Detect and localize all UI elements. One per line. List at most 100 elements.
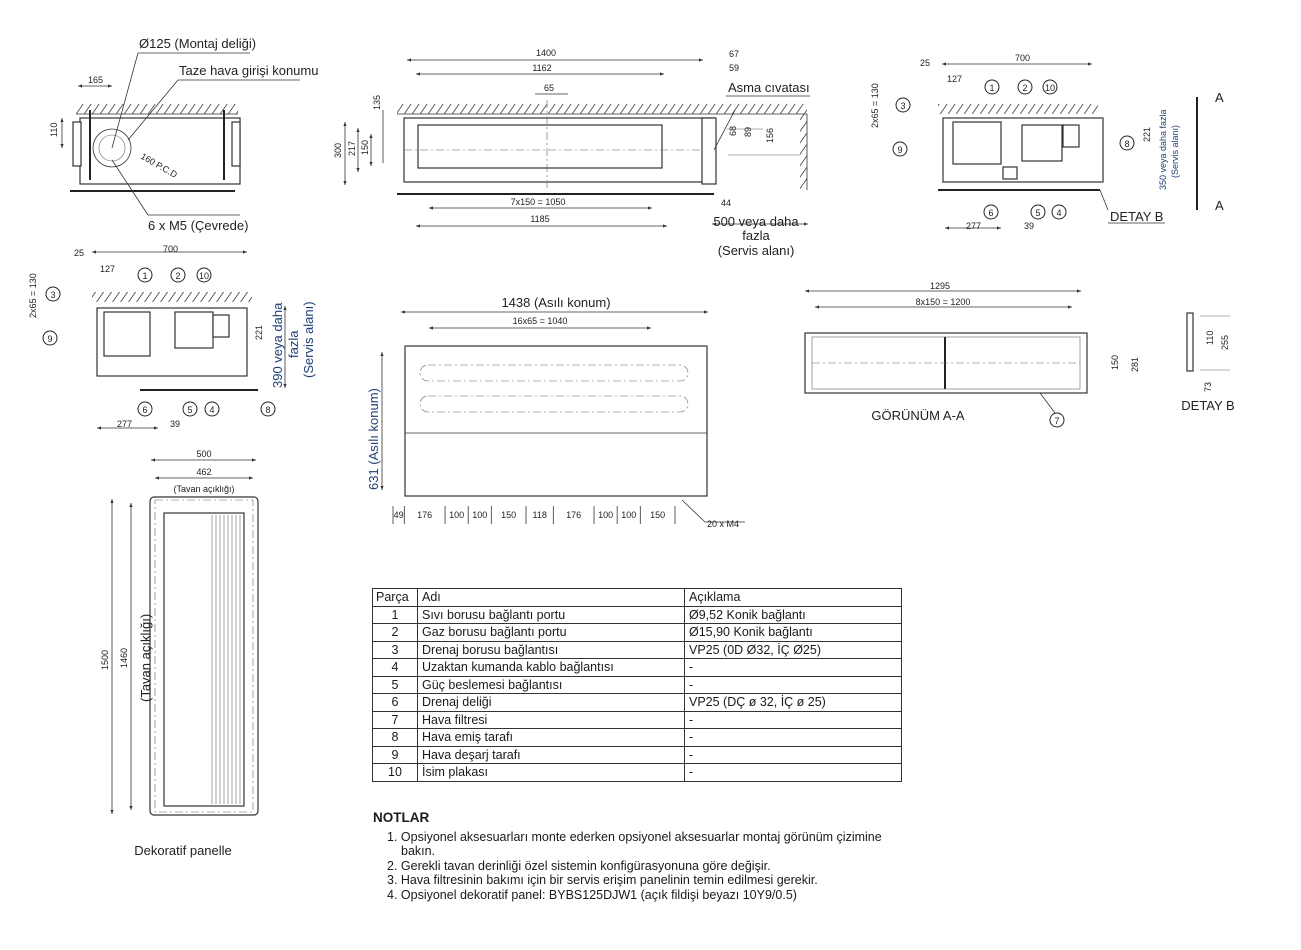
part-name: Drenaj borusu bağlantısı: [417, 640, 685, 659]
dim-1500: 1500: [100, 650, 110, 670]
note-item: 2. Gerekli tavan derinliği özel sistemin…: [387, 858, 771, 873]
detail-b-title: DETAY B: [1181, 398, 1234, 413]
note-item: 3. Hava filtresinin bakımı için bir serv…: [387, 873, 818, 887]
dim-165: 165: [88, 75, 103, 85]
part-name: Drenaj deliği: [417, 693, 685, 712]
dim-150: 150: [1110, 355, 1120, 370]
table-header-row: Parça Adı Açıklama: [372, 588, 902, 607]
dim-89: 89: [743, 127, 753, 137]
dim-pitch-1040: 16x65 = 1040: [513, 316, 568, 326]
section-mark-a-bottom: A: [1215, 198, 1224, 213]
dim-1460: 1460: [119, 648, 129, 668]
part-name: İsim plakası: [417, 763, 685, 782]
part-name: Uzaktan kumanda kablo bağlantısı: [417, 658, 685, 677]
callout-10: 10: [199, 271, 209, 281]
callouts: 1 2 10 3 9 8 6 5 4: [892, 79, 1135, 220]
bottom-dim-label: 100: [598, 510, 613, 520]
dim-300: 300: [333, 143, 343, 158]
dim-1185: 1185: [530, 214, 549, 224]
bottom-dim-label: 100: [449, 510, 464, 520]
part-number: 10: [372, 763, 418, 782]
dim-pitch-1200: 8x150 = 1200: [916, 297, 971, 307]
dim-700: 700: [163, 244, 178, 254]
callout-5: 5: [187, 405, 192, 415]
dim-25: 25: [74, 248, 84, 258]
dim-110: 110: [1205, 331, 1215, 345]
dim-500: 500: [196, 449, 211, 459]
dim-217: 217: [347, 141, 357, 156]
dim-700: 700: [1015, 53, 1030, 63]
service-area-label: 500 veya daha: [713, 214, 799, 229]
dim-156: 156: [765, 128, 775, 143]
callout-1: 1: [142, 271, 147, 281]
part-description: Ø9,52 Konik bağlantı: [684, 605, 902, 624]
part-number: 3: [372, 640, 418, 659]
callout-8: 8: [265, 405, 270, 415]
bottom-dim-label: 150: [501, 510, 516, 520]
mounting-hole-label: Ø125 (Montaj deliği): [139, 36, 256, 51]
ceiling-opening-label: (Tavan açıklığı): [173, 484, 234, 494]
ceiling-hatch: [76, 104, 238, 114]
callout-7: 7: [1054, 416, 1059, 426]
part-description: -: [684, 728, 902, 747]
part-description: -: [684, 675, 902, 694]
callout-3: 3: [50, 290, 55, 300]
dim-pitch-130: 2x65 = 130: [870, 83, 880, 128]
part-name: Hava filtresi: [417, 710, 685, 729]
part-number: 7: [372, 710, 418, 729]
dim-73: 73: [1203, 382, 1213, 392]
callout-4: 4: [209, 405, 214, 415]
screws-label: 6 x M5 (Çevrede): [148, 218, 248, 233]
unit-body: [79, 117, 241, 185]
notes-title: NOTLAR: [373, 810, 430, 825]
notes-section: NOTLAR 1. Opsiyonel aksesuarları monte e…: [373, 810, 893, 903]
dim-281: 281: [1130, 357, 1140, 372]
ceiling-opening-label-vertical: (Tavan açıklığı): [138, 614, 153, 702]
dim-67: 67: [729, 49, 739, 59]
part-description: -: [684, 658, 902, 677]
section-aa-view: 1295 8x150 = 1200 150 281 GÖRÜNÜM A-A 7: [804, 281, 1140, 428]
service-area-label-2: (Servis alanı): [1170, 125, 1180, 178]
bottom-dim-label: 176: [417, 510, 432, 520]
dim-221: 221: [1142, 127, 1152, 142]
dim-462: 462: [196, 467, 211, 477]
part-description: Ø15,90 Konik bağlantı: [684, 623, 902, 642]
dim-44: 44: [721, 198, 731, 208]
callout-10: 10: [1045, 83, 1055, 93]
part-description: -: [684, 745, 902, 764]
side-view-right: 700 25 127 2x65 = 130 221 350 veya daha …: [870, 53, 1224, 231]
part-description: VP25 (DÇ ø 32, İÇ ø 25): [684, 693, 902, 712]
dim-68: 68: [728, 126, 738, 136]
duct-flange: [92, 128, 132, 168]
section-mark-a-top: A: [1215, 90, 1224, 105]
callout-2: 2: [1022, 83, 1027, 93]
depth-label: 631 (Asılı konum): [366, 388, 381, 490]
detail-b-callout: DETAY B: [1110, 209, 1163, 224]
bottom-dim-label: 100: [472, 510, 487, 520]
decorative-panel-view: 500 462 (Tavan açıklığı) 1500 1460 (Tava…: [100, 449, 259, 858]
dim-221: 221: [254, 325, 264, 340]
dim-277: 277: [117, 419, 132, 429]
callout-6: 6: [142, 405, 147, 415]
service-area-label-2: fazla: [742, 228, 770, 243]
dim-pitch-1050: 7x150 = 1050: [511, 197, 566, 207]
screws-label: 20 x M4: [707, 519, 739, 529]
panel-title: Dekoratif panelle: [134, 843, 232, 858]
callout-3: 3: [900, 101, 905, 111]
part-number: 1: [372, 605, 418, 624]
part-number: 5: [372, 675, 418, 694]
bottom-dim-label: 176: [566, 510, 581, 520]
notes-list: 1. Opsiyonel aksesuarları monte ederken …: [373, 830, 893, 903]
part-name: Güç beslemesi bağlantısı: [417, 675, 685, 694]
part-number: 6: [372, 693, 418, 712]
part-name: Hava emiş tarafı: [417, 728, 685, 747]
dim-pitch-130: 2x65 = 130: [28, 273, 38, 318]
header-description: Açıklama: [684, 588, 902, 607]
